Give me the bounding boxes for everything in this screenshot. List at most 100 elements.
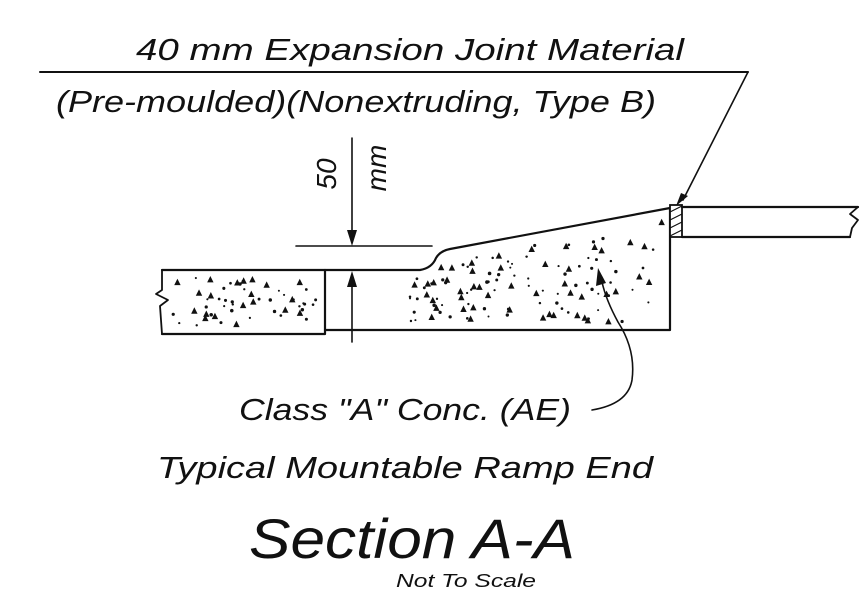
aggregate-dot [487, 271, 492, 276]
aggregate-dot [541, 289, 544, 292]
aggregate-triangle [497, 264, 504, 271]
aggregate-triangle [448, 264, 456, 271]
dimension-50mm [295, 137, 433, 343]
aggregate-triangle [289, 295, 296, 303]
aggregate-triangle [202, 314, 209, 322]
aggregate-dot [298, 305, 301, 308]
aggregate-triangle [203, 310, 210, 317]
aggregate-dot [506, 260, 510, 263]
aggregate-dot [231, 303, 235, 306]
aggregate-dot [563, 272, 567, 276]
aggregate-dot [282, 293, 286, 296]
aggregate-triangle [424, 280, 431, 287]
aggregate-dot [300, 308, 305, 312]
aggregate-dot [243, 288, 246, 291]
aggregate-triangle [605, 317, 612, 325]
aggregate-dot [574, 283, 578, 288]
aggregate-triangle [591, 243, 598, 250]
joint-label-line1: 40 mm Expansion Joint Material [136, 32, 685, 67]
aggregate-triangle [546, 310, 553, 318]
aggregate-dot [560, 307, 564, 310]
aggregate-triangle [249, 275, 256, 283]
aggregate-triangle [542, 260, 549, 267]
aggregate-dot [631, 288, 634, 291]
aggregate-triangle [248, 290, 255, 298]
aggregate-dot [647, 301, 650, 304]
joint-label-line2: (Pre-moulded)(Nonextruding, Type B) [56, 84, 656, 119]
aggregate-triangle [458, 293, 465, 301]
aggregate-dot [304, 317, 308, 321]
aggregate-dot [303, 302, 307, 306]
aggregate-dot [641, 266, 645, 270]
aggregate-dot [223, 305, 226, 308]
aggregate-triangle [191, 307, 198, 314]
aggregate-triangle [627, 238, 634, 246]
aggregate-triangle [508, 282, 515, 289]
aggregate-dot [222, 286, 226, 290]
aggregate-dot [527, 284, 530, 287]
aggregate-dot [482, 307, 487, 311]
aggregate-triangle [423, 291, 431, 298]
aggregate-triangle [528, 245, 535, 253]
section-title: Section A-A [249, 507, 575, 570]
aggregate-dot [594, 258, 598, 262]
aggregate-dot [415, 277, 419, 281]
dimension-value: 50 [311, 158, 342, 190]
joint-leader [39, 71, 749, 206]
aggregate-dot [609, 259, 613, 263]
aggregate-dot [486, 280, 490, 284]
aggregate-dot [248, 316, 251, 319]
aggregate-triangle [645, 278, 653, 286]
aggregate-dot [620, 319, 624, 324]
aggregate-triangle [195, 289, 203, 296]
aggregate-dot [585, 281, 589, 285]
concrete-stipple [171, 218, 665, 328]
aggregate-triangle [282, 306, 289, 313]
aggregate-triangle [430, 278, 437, 286]
aggregate-dot [567, 243, 571, 247]
aggregate-dot [587, 256, 590, 260]
aggregate-dot [219, 321, 223, 325]
aggregate-triangle [598, 246, 605, 254]
aggregate-dot [556, 292, 559, 295]
aggregate-dot [525, 255, 528, 258]
aggregate-triangle [468, 259, 476, 266]
aggregate-dot [577, 264, 581, 268]
aggregate-dot [566, 311, 570, 314]
aggregate-dot [609, 281, 612, 284]
aggregate-triangle [550, 311, 557, 319]
aggregate-dot [279, 314, 283, 317]
aggregate-triangle [467, 315, 474, 322]
aggregate-triangle [574, 311, 581, 319]
aggregate-triangle [469, 267, 476, 274]
aggregate-dot [590, 287, 594, 292]
aggregate-triangle [296, 278, 303, 286]
aggregate-dot [414, 319, 417, 322]
aggregate-triangle [658, 218, 665, 226]
aggregate-dot [194, 276, 197, 280]
aggregate-dot [230, 300, 234, 304]
aggregate-dot [533, 243, 537, 248]
aggregate-triangle [533, 289, 540, 297]
aggregate-triangle [296, 309, 304, 316]
aggregate-dot [209, 313, 213, 317]
aggregate-dot [432, 303, 436, 308]
aggregate-triangle [476, 283, 483, 290]
aggregate-dot [461, 263, 465, 267]
aggregate-dot [268, 298, 273, 302]
aggregate-triangle [539, 314, 547, 321]
aggregate-dot [493, 289, 496, 292]
aggregate-triangle [460, 305, 467, 312]
aggregate-dot [495, 278, 499, 282]
aggregate-triangle [612, 287, 619, 295]
aggregate-dot [415, 297, 419, 301]
aggregate-triangle [411, 281, 418, 288]
aggregate-dot [314, 298, 318, 302]
aggregate-dot [506, 307, 510, 311]
aggregate-triangle [561, 280, 568, 287]
aggregate-dot [509, 266, 512, 269]
aggregate-dot [229, 281, 232, 285]
aggregate-dot [601, 236, 605, 241]
aggregate-triangle [578, 293, 585, 300]
aggregate-dot [272, 309, 277, 314]
